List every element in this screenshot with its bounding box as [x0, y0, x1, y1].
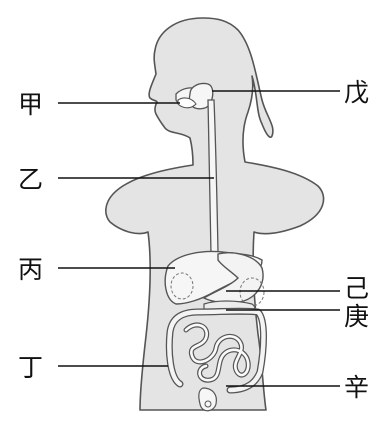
label-xin: 辛 [344, 373, 369, 402]
label-wu: 戊 [344, 78, 369, 107]
label-ji: 己 [344, 274, 369, 303]
label-geng: 庚 [344, 302, 369, 331]
label-ding: 丁 [18, 353, 43, 382]
label-bing: 丙 [18, 255, 43, 284]
label-yi: 乙 [18, 165, 43, 194]
label-jia: 甲 [18, 90, 43, 119]
